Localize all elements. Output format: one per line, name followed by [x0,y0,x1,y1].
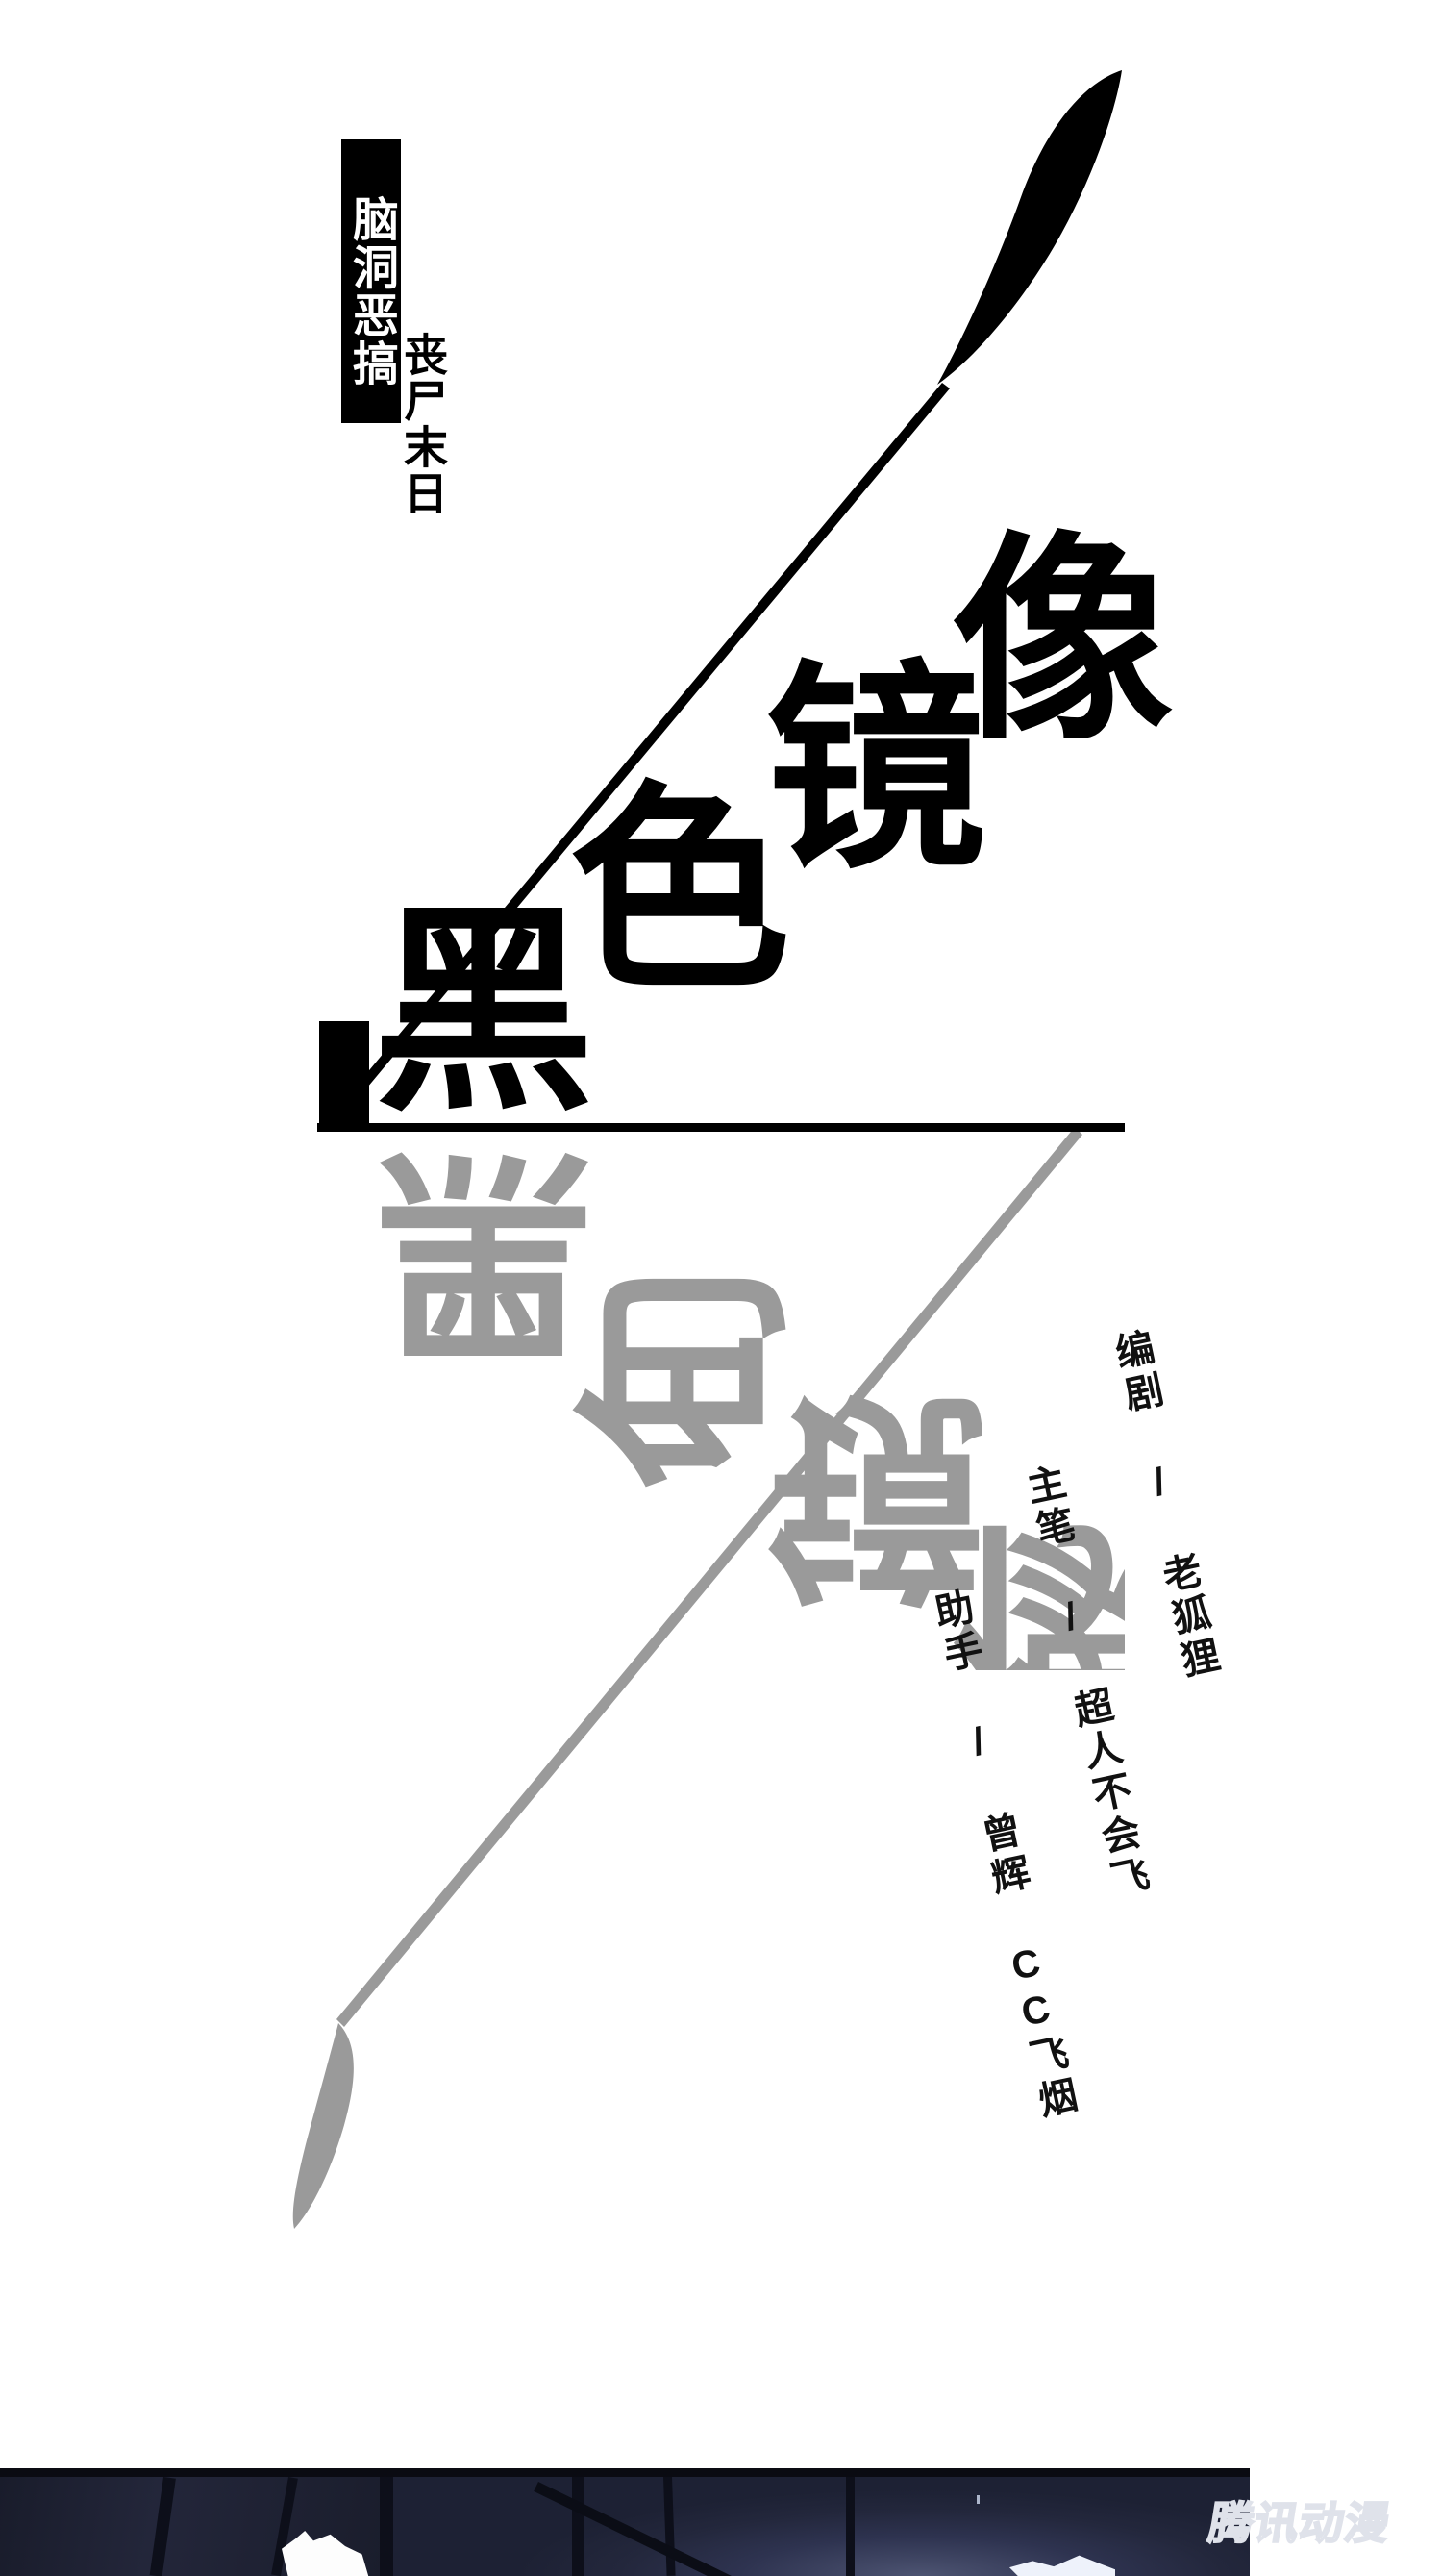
credit-line-assistant: 助手 / 曾辉 CC飞烟 [925,1586,1081,2126]
reflection-character-0: 黑 [373,1132,595,1375]
panel-top-frame [0,2468,1250,2477]
panel-night-sky [385,2477,1250,2576]
main-title-area: 黑 色 镜 像 黑 色 镜 像 [317,317,1173,1670]
brush-stroke-gray-icon [292,2023,354,2229]
subtitle-block: 脑洞恶搞 丧尸末日 [341,139,543,516]
bottom-comic-panel [0,2468,1250,2576]
credit-line-artist: 主笔 / 超人不会飞 [1017,1461,1153,1905]
subtitle-black-bar [341,139,401,423]
panel-beam [380,2477,393,2576]
credits-block: 编剧 / 老狐狸 主笔 / 超人不会飞 助手 / 曾辉 CC飞烟 [846,1298,1222,2337]
mirror-baseline [317,1123,1125,1132]
subtitle-line-b: 丧尸末日 [398,332,448,516]
title-accent-square [319,1021,369,1123]
panel-beam [846,2477,855,2576]
tencent-comics-watermark: 腾讯动漫 [1205,2493,1421,2553]
title-character-3: 像 [952,517,1174,764]
title-character-0: 黑 [373,888,595,1136]
title-character-1: 色 [569,767,791,1014]
watermark-text: 腾讯动漫 [1205,2497,1395,2549]
subtitle-line-a: 脑洞恶搞 [345,195,396,388]
panel-star-speck [977,2495,980,2504]
panel-beam [572,2477,584,2576]
title-character-2: 镜 [765,646,987,893]
reflection-character-1: 色 [569,1249,791,1496]
credit-line-writer: 编剧 / 老狐狸 [1106,1326,1223,1686]
